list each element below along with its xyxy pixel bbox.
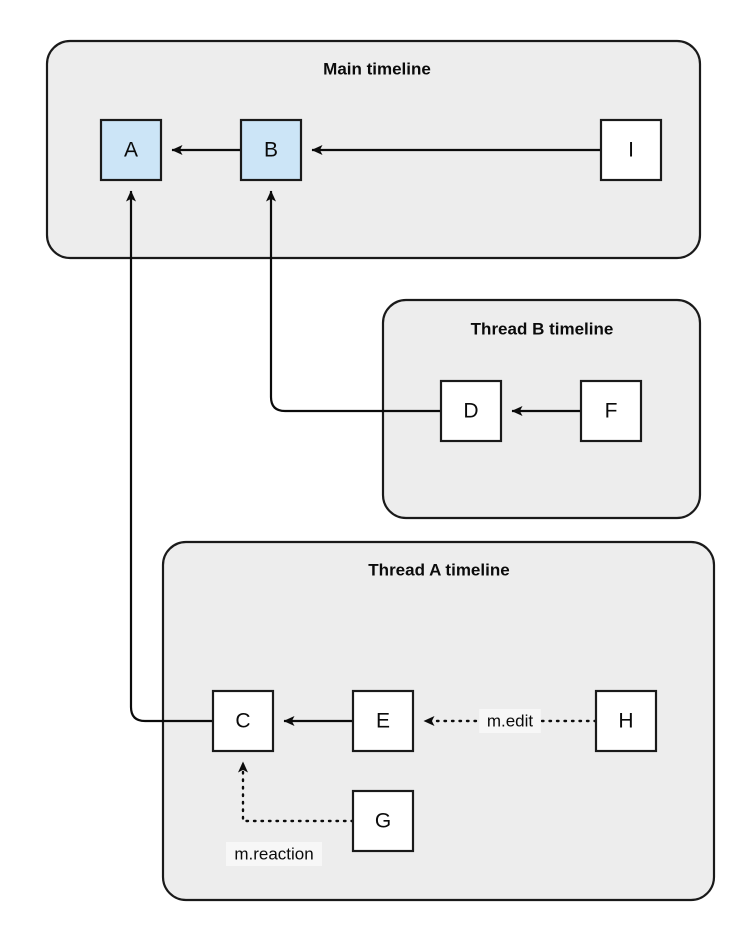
node-label-g: G — [375, 810, 391, 833]
event-node-b[interactable]: B — [239, 118, 303, 182]
node-box-f[interactable] — [579, 379, 643, 443]
group-box-thread_b — [381, 298, 702, 520]
edge-label-m-reaction: m.reaction — [234, 844, 313, 863]
node-label-i: I — [628, 139, 634, 162]
node-box-d[interactable] — [439, 379, 503, 443]
event-node-i[interactable]: I — [599, 118, 663, 182]
edge-c-to-a — [126, 190, 213, 723]
event-node-a[interactable]: A — [99, 118, 163, 182]
node-label-a: A — [124, 139, 138, 162]
node-box-i[interactable] — [599, 118, 663, 182]
edge-label-background-6 — [479, 709, 541, 733]
edge-label-m-edit: m.edit — [487, 711, 534, 730]
node-label-d: D — [463, 400, 478, 423]
node-box-h[interactable] — [594, 689, 658, 753]
node-box-b[interactable] — [239, 118, 303, 182]
event-node-c[interactable]: C — [211, 689, 275, 753]
node-label-e: E — [376, 710, 390, 733]
edge-g-to-c — [238, 760, 355, 823]
node-label-f: F — [605, 400, 618, 423]
message-relations — [126, 145, 601, 823]
event-node-f[interactable]: F — [579, 379, 643, 443]
node-label-h: H — [618, 710, 633, 733]
node-box-c[interactable] — [211, 689, 275, 753]
edge-label-background-7 — [226, 842, 322, 866]
node-box-a[interactable] — [99, 118, 163, 182]
group-title-main: Main timeline — [323, 59, 431, 78]
node-label-b: B — [264, 139, 278, 162]
group-title-thread_a: Thread A timeline — [368, 560, 509, 579]
group-title-thread_b: Thread B timeline — [471, 319, 614, 338]
timeline-group-thread_b: Thread B timeline — [381, 298, 702, 520]
node-box-g[interactable] — [351, 789, 415, 853]
node-label-c: C — [235, 710, 250, 733]
event-node-h[interactable]: H — [594, 689, 658, 753]
event-node-e[interactable]: E — [351, 689, 415, 753]
node-box-e[interactable] — [351, 689, 415, 753]
event-node-d[interactable]: D — [439, 379, 503, 443]
edge-d-to-b — [266, 190, 441, 413]
relation-labels: m.edit m.reaction — [226, 709, 541, 866]
event-node-g[interactable]: G — [351, 789, 415, 853]
event-nodes: A B I D F C E H G — [99, 118, 663, 853]
